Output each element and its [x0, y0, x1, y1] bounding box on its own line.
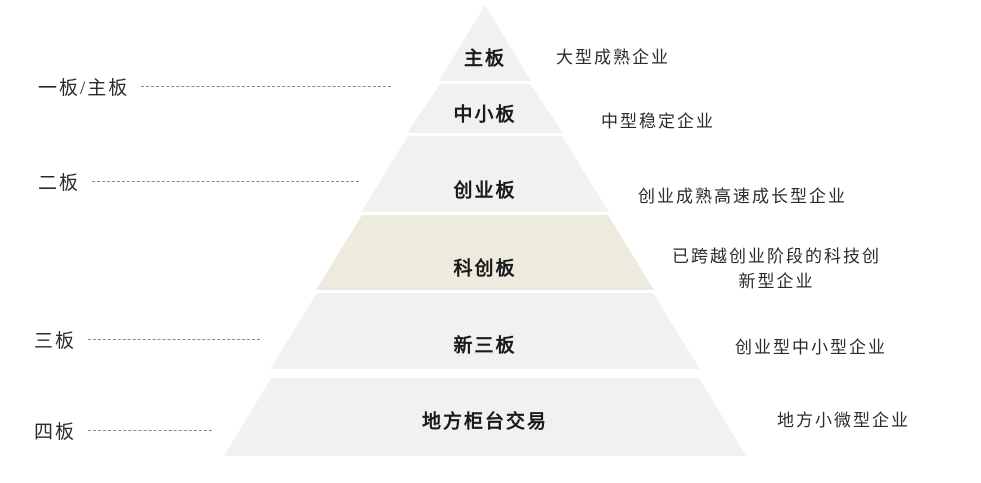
- legend-leader-line-tier-three: [88, 339, 261, 340]
- legend-leader-line-tier-four: [88, 430, 213, 431]
- pyramid-tier-4-shape: [316, 215, 654, 290]
- legend-row-tier-one: 一板/主板: [38, 73, 392, 100]
- legend-label-tier-three: 三板: [34, 331, 77, 352]
- tier-3-description: 创业成熟高速成长型企业: [638, 187, 847, 206]
- pyramid-tier-3-shape: [361, 136, 609, 212]
- tier-2-description: 中型稳定企业: [601, 112, 715, 131]
- legend-label-tier-two: 二板: [38, 173, 81, 194]
- tier-4-description: 已跨越创业阶段的科技创 新型企业: [672, 247, 881, 291]
- pyramid-tier-1-shape: [439, 5, 531, 81]
- pyramid-tier-2-label: 中小板: [453, 104, 517, 126]
- legend-leader-line-tier-one: [141, 86, 392, 87]
- pyramid-tier-6-shape: [224, 378, 746, 456]
- pyramid-tier-1-label: 主板: [463, 48, 507, 70]
- pyramid-tier-6-label: 地方柜台交易: [421, 411, 549, 433]
- legend-row-tier-four: 四板: [34, 417, 213, 444]
- tier-5-description: 创业型中小型企业: [735, 338, 887, 357]
- legend-row-tier-two: 二板: [38, 168, 360, 195]
- legend-label-tier-four: 四板: [34, 422, 77, 443]
- legend-leader-line-tier-two: [92, 181, 360, 182]
- pyramid-tier-3-label: 创业板: [453, 180, 517, 202]
- pyramid-tier-5-shape: [270, 293, 700, 369]
- pyramid-tier-4-label: 科创板: [453, 258, 517, 280]
- tier-6-description: 地方小微型企业: [777, 411, 910, 430]
- legend-row-tier-three: 三板: [34, 326, 261, 353]
- pyramid-tier-2-shape: [407, 84, 563, 133]
- tier-1-description: 大型成熟企业: [556, 48, 670, 67]
- legend-label-tier-one: 一板/主板: [38, 78, 130, 99]
- pyramid-tier-5-label: 新三板: [453, 335, 517, 357]
